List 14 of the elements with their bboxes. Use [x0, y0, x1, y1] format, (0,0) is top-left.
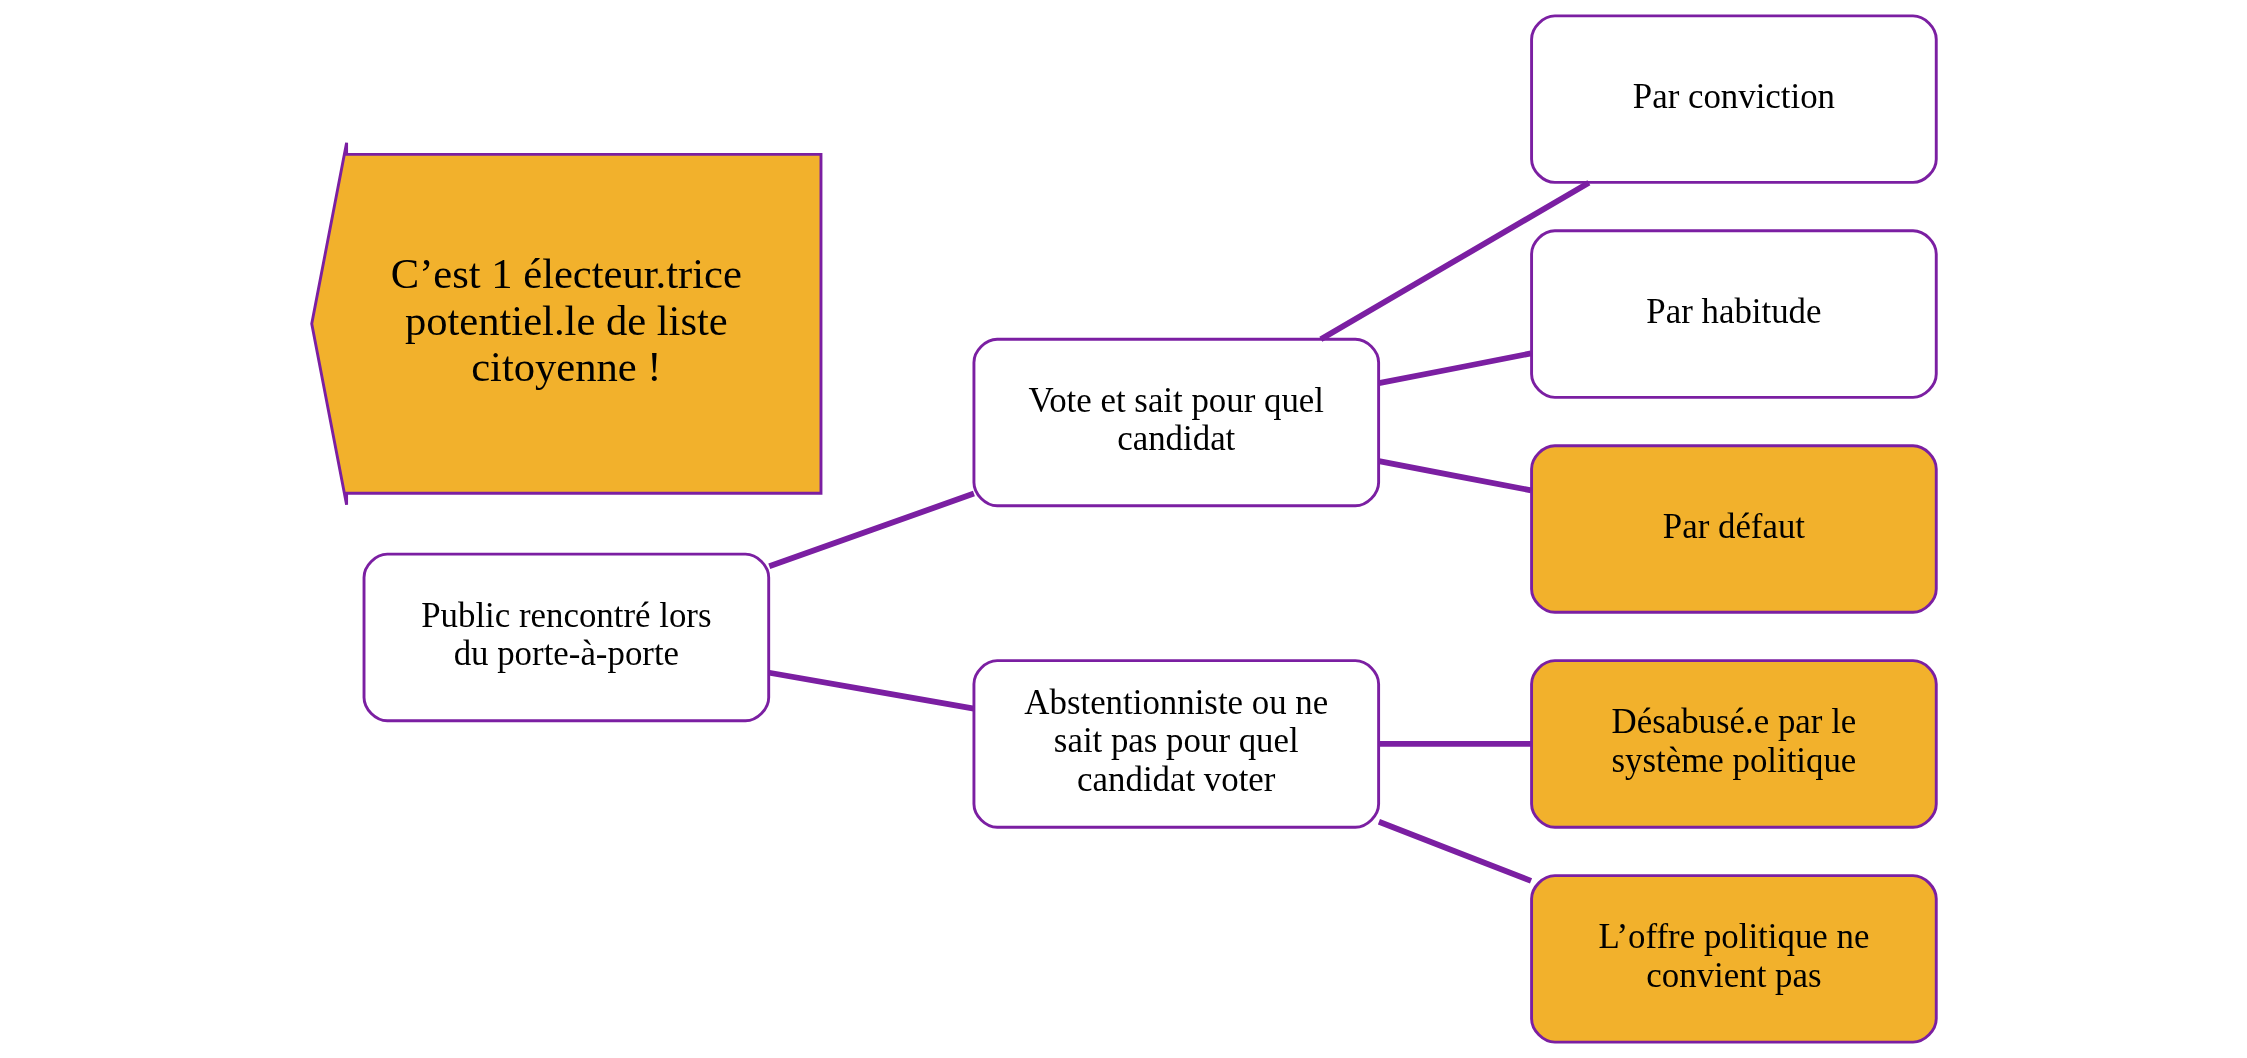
node-box: Désabusé.e par le système politique	[1529, 659, 1938, 829]
connector	[1377, 350, 1532, 387]
connector	[767, 490, 975, 569]
connector	[1378, 741, 1531, 747]
node-box: L’offre politique ne convient pas	[1529, 874, 1938, 1044]
connector	[1377, 458, 1532, 494]
node-box: Par habitude	[1529, 229, 1938, 399]
connector	[768, 669, 974, 712]
node-box: Par conviction	[1529, 14, 1938, 184]
node-box: Public rencontré lors du porte-à-porte	[362, 552, 770, 723]
connector	[1377, 819, 1532, 884]
node-box: Par défaut	[1529, 444, 1938, 614]
node-box: Vote et sait pour quel candidat	[972, 337, 1380, 508]
node-box: Abstentionniste ou ne sait pas pour quel candidat voter	[972, 659, 1380, 829]
